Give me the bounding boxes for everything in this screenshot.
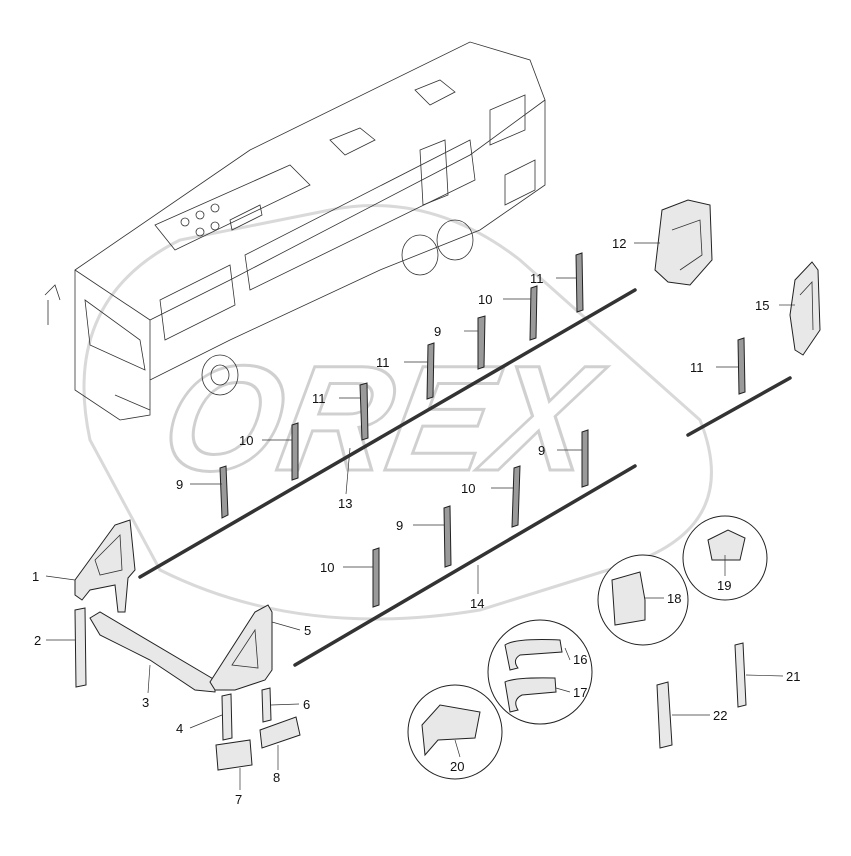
strip-13 xyxy=(138,288,637,579)
label-9d: 9 xyxy=(396,518,403,533)
label-17: 17 xyxy=(573,685,587,700)
label-18: 18 xyxy=(667,591,681,606)
part-12 xyxy=(654,199,713,286)
label-7: 7 xyxy=(235,792,242,807)
label-14: 14 xyxy=(470,596,484,611)
label-12: 12 xyxy=(612,236,626,251)
leader-lines xyxy=(45,242,795,790)
label-10c: 10 xyxy=(461,481,475,496)
label-21: 21 xyxy=(786,669,800,684)
label-3: 3 xyxy=(142,695,149,710)
callout-labels: 1 2 3 4 5 6 7 8 9 9 9 9 10 10 10 10 11 1… xyxy=(32,236,800,807)
label-4: 4 xyxy=(176,721,183,736)
part-15 xyxy=(789,261,821,356)
label-6: 6 xyxy=(303,697,310,712)
label-16: 16 xyxy=(573,652,587,667)
part-6 xyxy=(261,687,272,723)
part-22 xyxy=(656,681,673,749)
part-5 xyxy=(209,604,273,691)
detail-circle-17 xyxy=(504,677,557,713)
label-13: 13 xyxy=(338,496,352,511)
label-15: 15 xyxy=(755,298,769,313)
label-20: 20 xyxy=(450,759,464,774)
label-1: 1 xyxy=(32,569,39,584)
label-9c: 9 xyxy=(538,443,545,458)
label-11b: 11 xyxy=(376,355,390,370)
watermark-text: OREX xyxy=(151,335,614,503)
watermark: OREX xyxy=(82,204,713,621)
detail-circle-20 xyxy=(407,684,503,780)
strip-14 xyxy=(293,464,637,667)
label-9a: 9 xyxy=(176,477,183,492)
label-10d: 10 xyxy=(320,560,334,575)
label-22: 22 xyxy=(713,708,727,723)
part-7 xyxy=(215,739,253,771)
label-11d: 11 xyxy=(690,360,704,375)
part-21 xyxy=(734,642,747,708)
label-8: 8 xyxy=(273,770,280,785)
label-11a: 11 xyxy=(312,391,326,406)
label-19: 19 xyxy=(717,578,731,593)
detail-circle-18 xyxy=(597,554,689,646)
label-5: 5 xyxy=(304,623,311,638)
label-9b: 9 xyxy=(434,324,441,339)
part-1 xyxy=(74,519,136,613)
pillar-pieces xyxy=(219,252,746,608)
part-4 xyxy=(221,693,233,741)
label-10b: 10 xyxy=(478,292,492,307)
part-3 xyxy=(89,611,216,693)
part-2 xyxy=(74,607,87,688)
strip-right xyxy=(686,376,792,437)
label-11c: 11 xyxy=(530,271,544,286)
bus-illustration xyxy=(44,41,546,421)
part-8 xyxy=(259,716,301,749)
detail-circle-16 xyxy=(487,619,593,725)
label-10a: 10 xyxy=(239,433,253,448)
label-2: 2 xyxy=(34,633,41,648)
